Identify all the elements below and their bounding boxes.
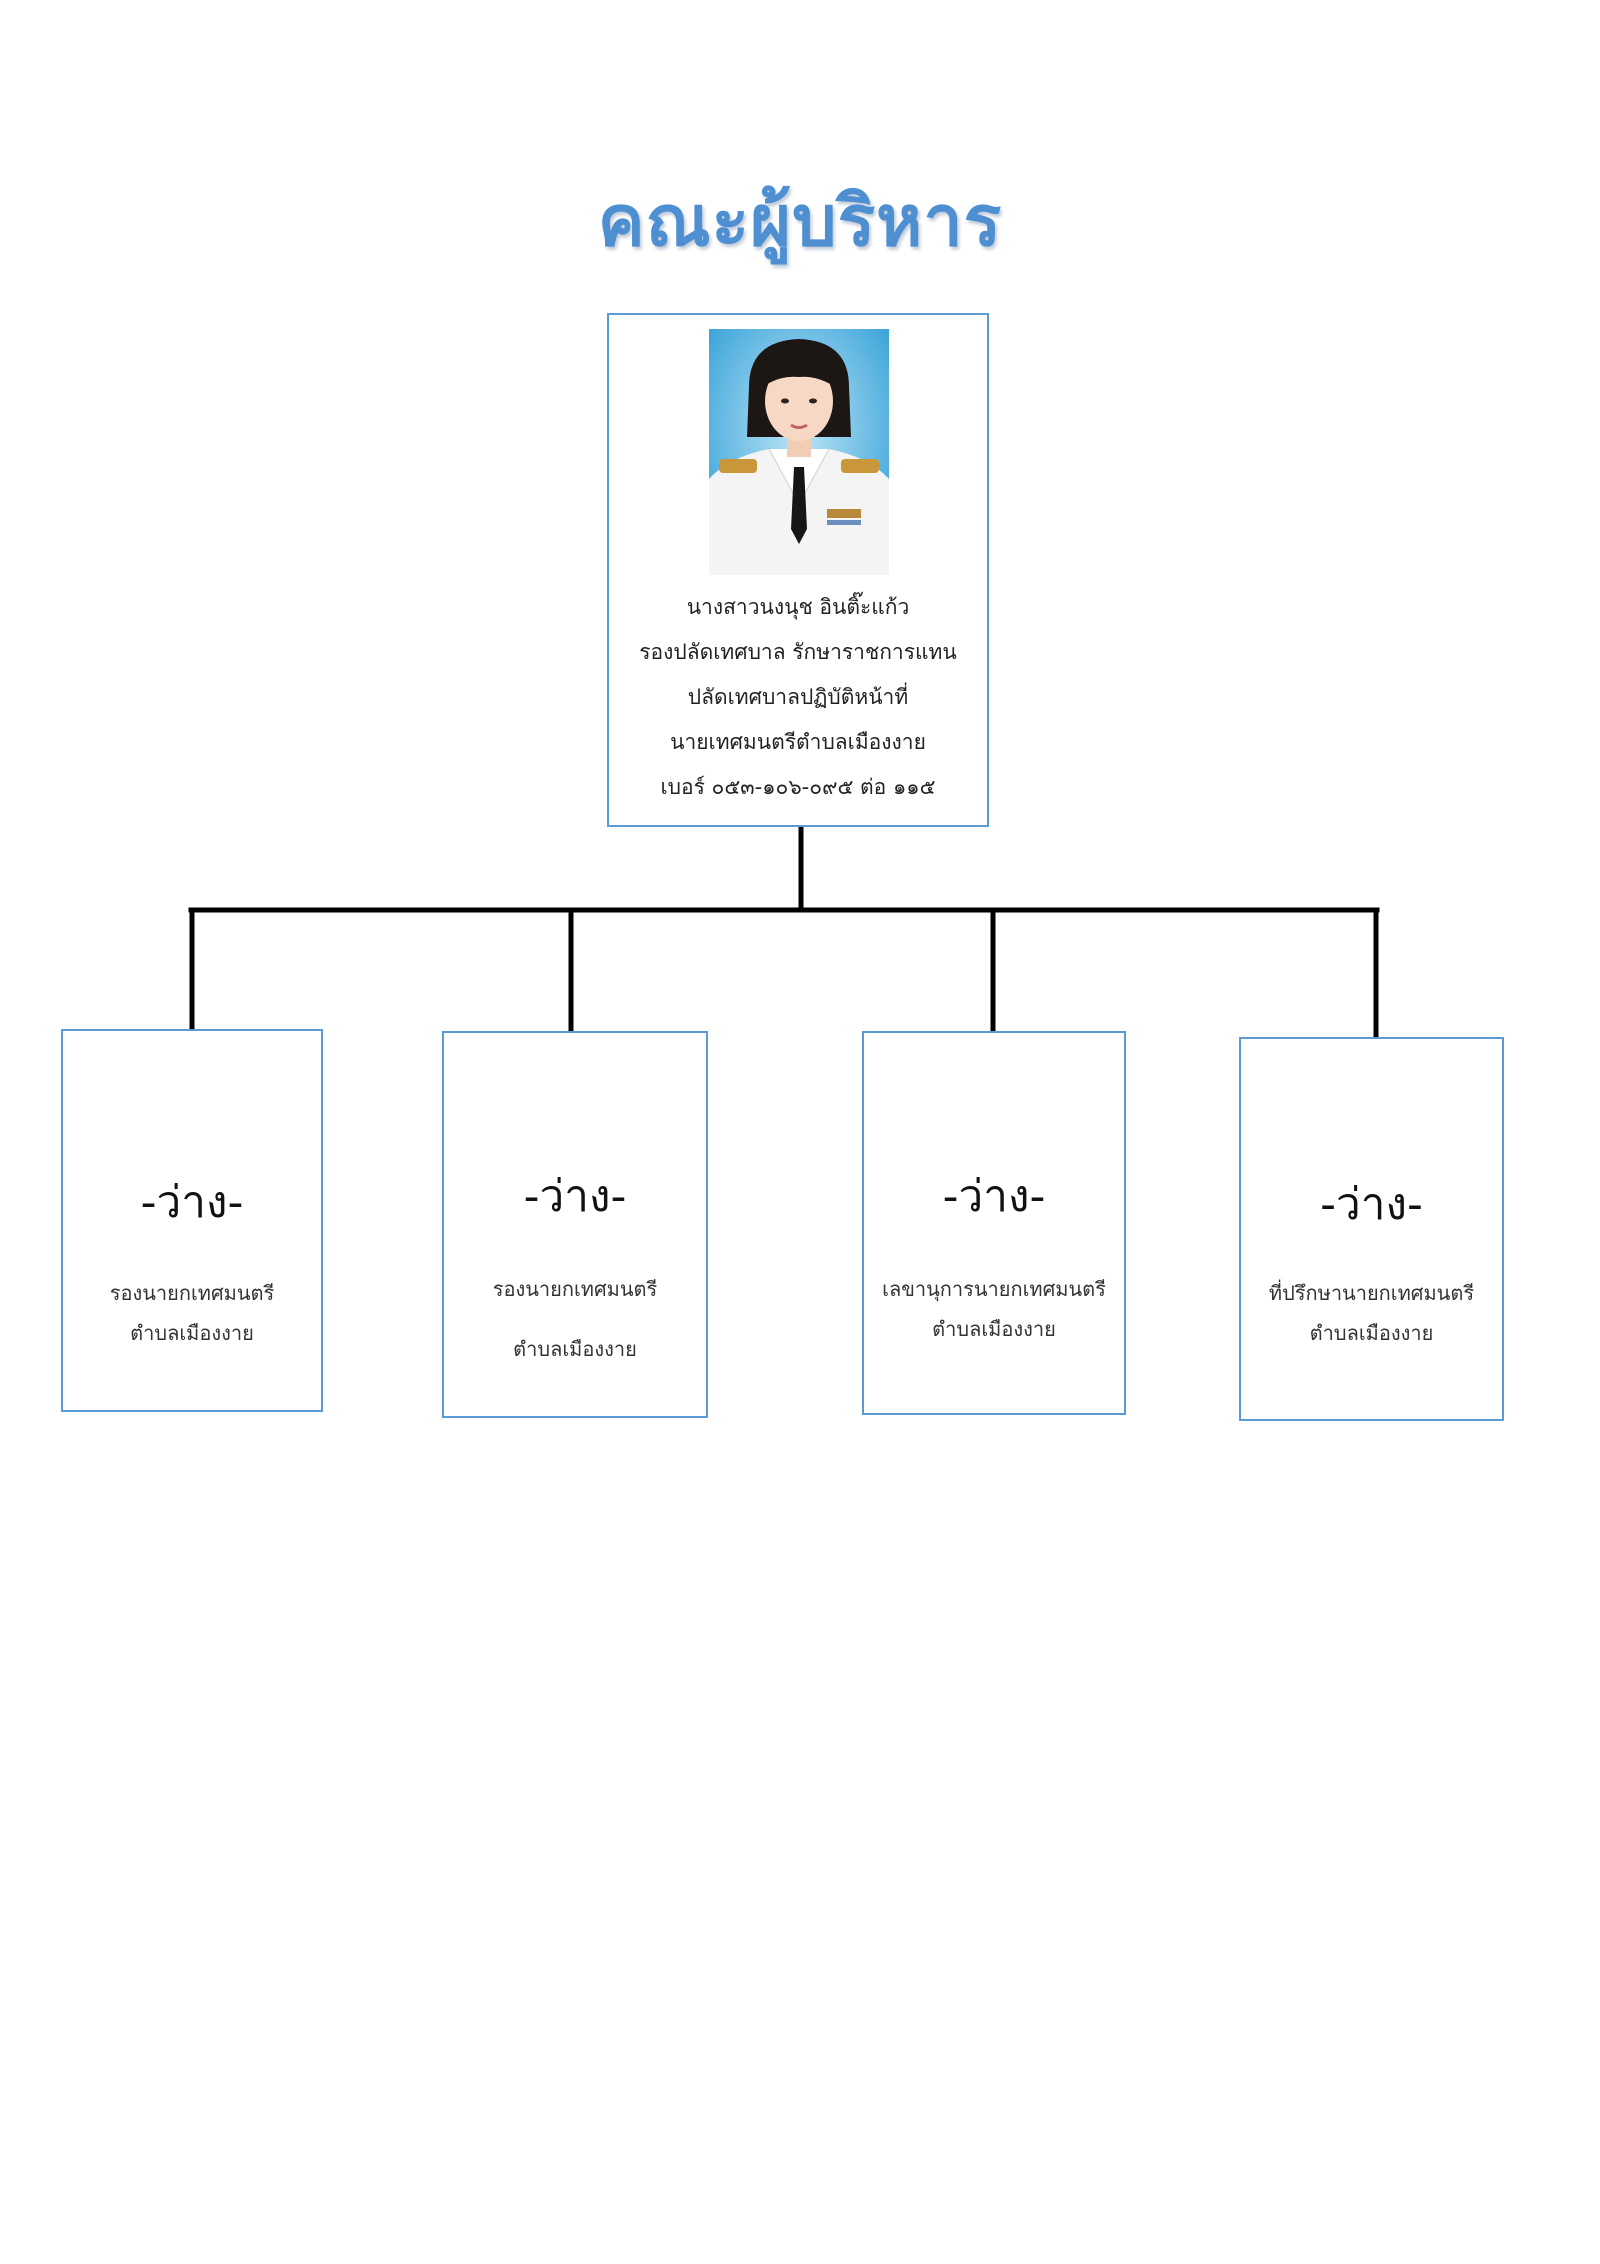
position-title: ที่ปรึกษานายกเทศมนตรี — [1268, 1281, 1475, 1305]
position-title: เลขานุการนายกเทศมนตรี — [882, 1277, 1106, 1301]
head-position-box: นางสาวนงนุช อินติ๊ะแก้ว รองปลัดเทศบาล รั… — [607, 313, 989, 827]
position-box-mayor-secretary: -ว่าง- เลขานุการนายกเทศมนตรี ตำบลเมืองงา… — [862, 1031, 1126, 1415]
head-title-line-1: รองปลัดเทศบาล รักษาราชการแทน — [639, 640, 957, 664]
vacant-label: -ว่าง- — [140, 1177, 244, 1228]
vacant-label: -ว่าง- — [942, 1171, 1046, 1222]
position-subtitle: ตำบลเมืองงาย — [130, 1321, 254, 1345]
vacant-label: -ว่าง- — [523, 1171, 627, 1222]
position-title: รองนายกเทศมนตรี — [492, 1277, 658, 1301]
vacant-label: -ว่าง- — [1320, 1179, 1423, 1230]
portrait-photo — [709, 329, 889, 575]
position-box-mayor-advisor: -ว่าง- ที่ปรึกษานายกเทศมนตรี ตำบลเมืองงา… — [1239, 1037, 1504, 1421]
position-box-deputy-mayor-2: -ว่าง- รองนายกเทศมนตรี ตำบลเมืองงาย — [442, 1031, 708, 1418]
head-title-line-2: ปลัดเทศบาลปฏิบัติหน้าที่ — [687, 685, 909, 709]
position-title: รองนายกเทศมนตรี — [109, 1281, 275, 1305]
position-subtitle: ตำบลเมืองงาย — [932, 1317, 1056, 1341]
head-title-line-3: นายเทศมนตรีตำบลเมืองงาย — [670, 730, 926, 754]
page-title: คณะผู้บริหาร — [597, 180, 1003, 262]
position-subtitle: ตำบลเมืองงาย — [513, 1337, 637, 1361]
position-subtitle: ตำบลเมืองงาย — [1309, 1321, 1434, 1345]
position-box-deputy-mayor-1: -ว่าง- รองนายกเทศมนตรี ตำบลเมืองงาย — [61, 1029, 323, 1412]
head-phone: เบอร์ ๐๕๓-๑๐๖-๐๙๕ ต่อ ๑๑๕ — [660, 775, 936, 799]
head-name: นางสาวนงนุช อินติ๊ะแก้ว — [686, 595, 910, 619]
